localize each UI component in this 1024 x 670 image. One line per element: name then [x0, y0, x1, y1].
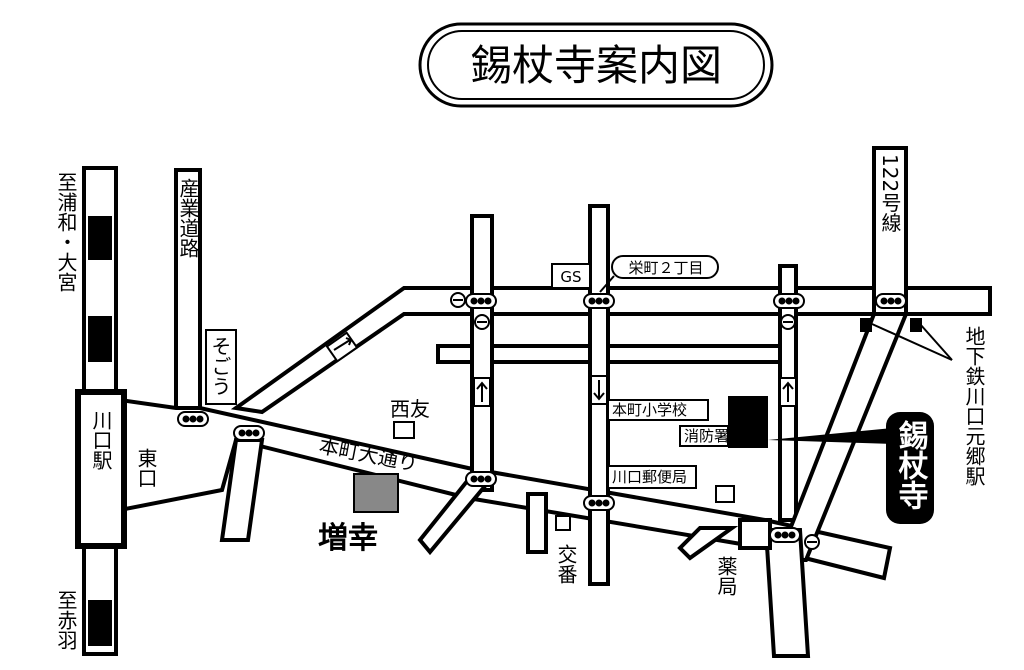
traffic-signal-icon	[177, 411, 209, 427]
traffic-signal-icon	[773, 293, 805, 309]
pharmacy-label: 薬局	[714, 556, 738, 596]
school-label: 本町小学校	[612, 401, 687, 419]
traffic-signal-icon	[769, 527, 801, 543]
post-office-label: 川口郵便局	[612, 468, 687, 486]
one-way-arrow-icon	[325, 331, 359, 363]
map-title-text: 錫杖寺案内図	[470, 41, 722, 90]
traffic-signal-icon	[583, 293, 615, 309]
school-building	[728, 396, 768, 448]
fire-label: 消防署	[684, 427, 729, 445]
traffic-signal-icon	[875, 293, 907, 309]
sogo-label: そごう	[208, 336, 232, 396]
school-label-box	[607, 399, 709, 421]
sakae-label: 栄町２丁目	[628, 259, 703, 277]
temple-label: 錫杖寺	[893, 419, 929, 510]
subway-exit-1	[860, 318, 872, 332]
seiyu-label: 西友	[390, 397, 430, 421]
traffic-signal-icon	[233, 425, 265, 441]
to-north-label: 至浦和・大宮	[54, 172, 78, 292]
koban-building	[555, 515, 571, 531]
one-way-arrow-icon	[779, 377, 797, 407]
zoko-building	[353, 473, 399, 513]
route122-label: 122号線	[878, 154, 902, 232]
station-box: 川口駅	[75, 389, 127, 549]
station-label: 川口駅	[89, 410, 113, 471]
koban-label: 交番	[554, 544, 578, 584]
subway-label: 地下鉄川口元郷駅	[962, 326, 986, 487]
no-entry-icon	[450, 292, 466, 308]
seiyu-building	[393, 421, 415, 439]
temple-badge: 錫杖寺	[768, 412, 934, 524]
pharmacy-building	[715, 485, 735, 503]
post-office-box	[607, 465, 697, 489]
road-network	[118, 146, 992, 658]
subway-exit-2	[910, 318, 922, 332]
traffic-signal-icon	[465, 293, 497, 309]
gs-label: GS	[560, 268, 581, 286]
map-title: 錫杖寺案内図	[418, 22, 774, 108]
no-entry-icon	[474, 314, 490, 330]
to-south-label: 至赤羽	[54, 590, 78, 650]
sogo-building	[205, 329, 237, 405]
traffic-signal-icon	[465, 471, 497, 487]
one-way-arrow-icon	[473, 377, 491, 407]
sakae-label-box	[611, 255, 719, 279]
east-exit-label: 東口	[134, 448, 158, 488]
no-entry-icon	[780, 314, 796, 330]
one-way-arrow-icon	[590, 375, 608, 405]
gas-station-box	[551, 263, 591, 289]
fire-station-box	[679, 425, 729, 447]
no-entry-icon	[804, 534, 820, 550]
traffic-signal-icon	[583, 495, 615, 511]
zoko-label: 増幸	[318, 521, 378, 556]
sangyo-road-label: 産業道路	[176, 178, 200, 258]
